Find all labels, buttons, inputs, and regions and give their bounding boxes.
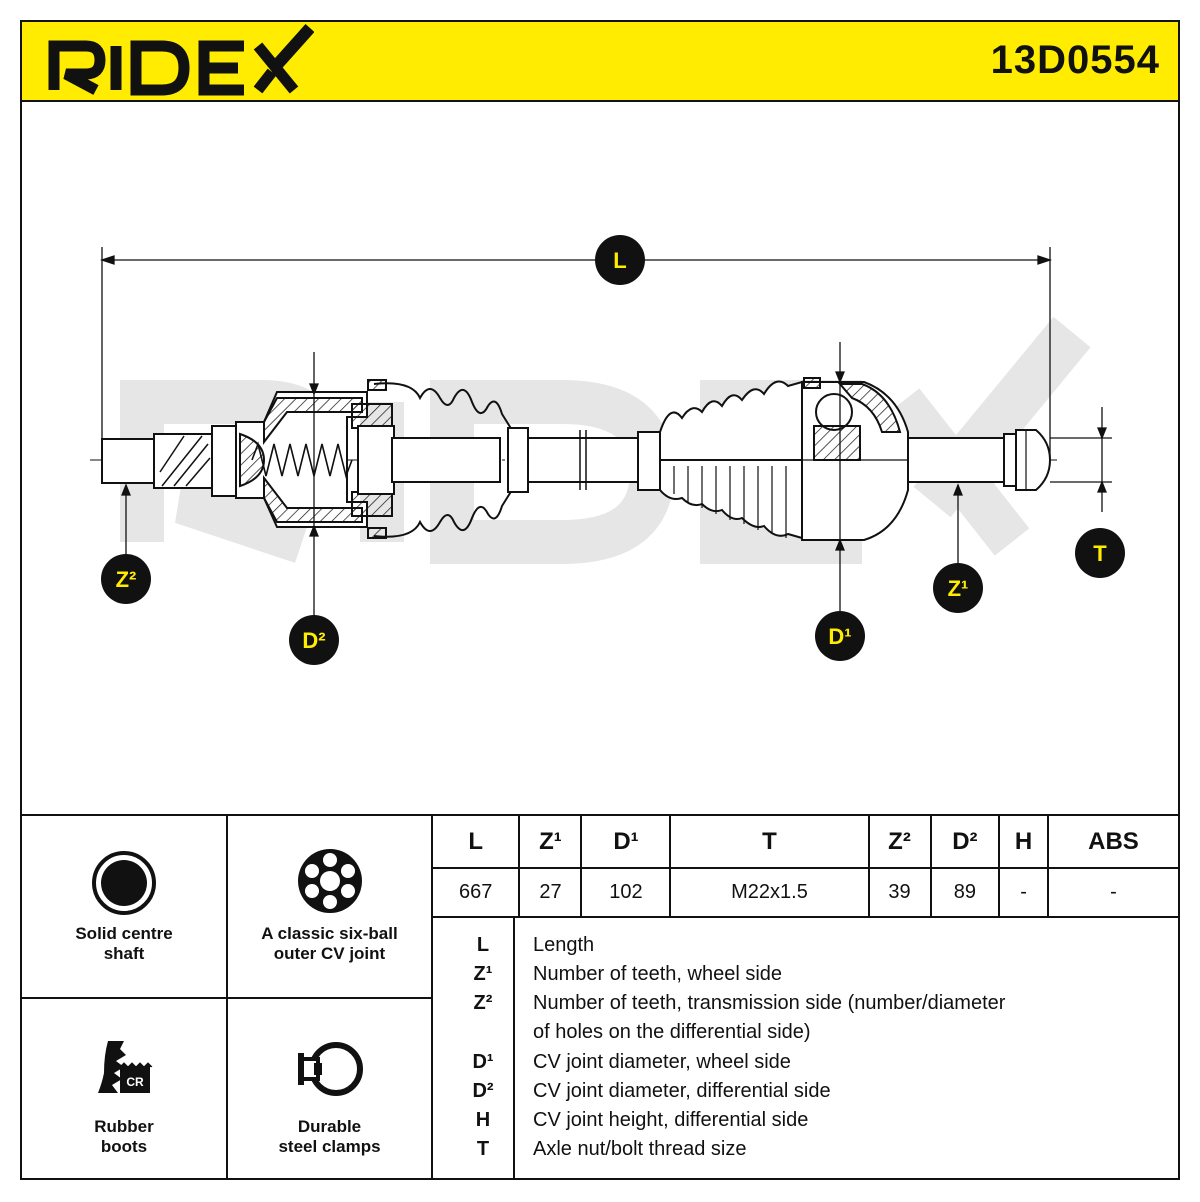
spec-section: Solid centre shaft A classic six-ball ou… [22, 814, 1178, 1180]
marker-l-label: L [613, 248, 626, 273]
ridex-logo [48, 24, 314, 96]
cr-badge: CR [126, 1075, 144, 1089]
marker-z1-label: Z¹ [948, 576, 969, 601]
legend-text: CV joint diameter, differential side [533, 1080, 831, 1102]
legend-row: H CV joint height, differential side [433, 1109, 1178, 1139]
marker-d1: D¹ [815, 611, 865, 661]
legend-text: CV joint height, differential side [533, 1109, 809, 1131]
marker-z1: Z¹ [933, 563, 983, 613]
outer-boot [659, 380, 803, 540]
spec-header-row: L Z¹ D¹ T Z² D² H ABS [433, 816, 1178, 870]
legend-text: Length [533, 934, 595, 956]
feature-rubber-boots: CR Rubber boots [22, 999, 228, 1180]
spec-value-row: 667 27 102 M22x1.5 39 89 - - [433, 867, 1178, 916]
spec-header-cell: Z² [867, 816, 932, 870]
legend-text: of holes on the differential side) [533, 1021, 811, 1043]
product-sheet: 13D0554 [20, 20, 1180, 1180]
inner-cv-joint [235, 391, 501, 528]
spec-header-cell: ABS [1046, 816, 1178, 870]
feature-label-line2: steel clamps [278, 1137, 381, 1156]
legend-text: Number of teeth, wheel side [533, 963, 783, 985]
legend-row: D¹ CV joint diameter, wheel side [433, 1051, 1178, 1081]
marker-z2-label: Z² [116, 567, 137, 592]
rubber-boot-icon: CR [98, 1041, 153, 1093]
legend-text: CV joint diameter, wheel side [533, 1051, 791, 1073]
spec-value-cell: - [998, 867, 1049, 916]
legend-key: T [476, 1138, 490, 1160]
marker-l: L [595, 235, 645, 285]
spec-header-cell: D² [929, 816, 1001, 870]
legend-key: D² [472, 1080, 494, 1102]
spec-value-cell: 102 [580, 867, 672, 916]
spec-value-cell: 667 [433, 867, 521, 916]
legend-divider [513, 918, 515, 1180]
feature-label-line1: Solid centre [75, 924, 173, 943]
legend-key: Z² [473, 992, 493, 1014]
feature-label-line2: outer CV joint [273, 944, 386, 963]
feature-label-line2: shaft [103, 944, 145, 963]
wheel-stub-shaft [907, 429, 1052, 491]
marker-d1-label: D¹ [828, 624, 851, 649]
feature-label-line1: Durable [297, 1117, 362, 1136]
feature-steel-clamps: Durable steel clamps [228, 999, 433, 1180]
legend-row: T Axle nut/bolt thread size [433, 1138, 1178, 1168]
spec-header-cell: D¹ [580, 816, 672, 870]
feature-solid-shaft: Solid centre shaft [22, 816, 228, 999]
leader-lines [121, 342, 963, 627]
outer-cv-joint [801, 377, 909, 541]
legend-text: Number of teeth, transmission side (numb… [533, 992, 1006, 1014]
legend-text: Axle nut/bolt thread size [533, 1138, 747, 1160]
length-dimension [99, 247, 1053, 462]
legend-key: Z¹ [473, 963, 493, 985]
spec-header-cell: T [669, 816, 870, 870]
spec-table: L Z¹ D¹ T Z² D² H ABS 667 27 102 M22x1.5… [433, 816, 1178, 916]
spec-header-cell: L [433, 816, 521, 870]
legend-row: of holes on the differential side) [433, 1021, 1178, 1051]
feature-six-ball-joint: A classic six-ball outer CV joint [228, 816, 433, 999]
spec-value-cell: 89 [929, 867, 1001, 916]
feature-label-line2: boots [100, 1137, 148, 1156]
feature-label-line1: A classic six-ball [261, 924, 398, 943]
marker-t: T [1075, 528, 1125, 578]
feature-label-line1: Rubber [94, 1117, 154, 1136]
spec-value-cell: - [1046, 867, 1178, 916]
marker-d2: D² [289, 615, 339, 665]
inner-stub-shaft [101, 425, 237, 497]
marker-d2-label: D² [302, 628, 325, 653]
legend-row: L Length [433, 934, 1178, 964]
spec-value-cell: M22x1.5 [669, 867, 870, 916]
legend-row: D² CV joint diameter, differential side [433, 1080, 1178, 1110]
inner-boot [367, 379, 529, 539]
six-ball-joint-icon [297, 849, 362, 913]
steel-clamp-icon [297, 1042, 363, 1096]
spec-value-cell: 27 [518, 867, 583, 916]
legend-row: Z¹ Number of teeth, wheel side [433, 963, 1178, 993]
solid-shaft-icon [92, 851, 156, 915]
header-bar: 13D0554 [22, 22, 1178, 102]
legend-key: L [476, 934, 490, 956]
dimension-legend: L Length Z¹ Number of teeth, wheel side … [433, 916, 1178, 1180]
part-number: 13D0554 [990, 38, 1160, 82]
centre-shaft [527, 430, 661, 491]
spec-header-cell: H [998, 816, 1049, 870]
legend-row: Z² Number of teeth, transmission side (n… [433, 992, 1178, 1022]
spec-header-cell: Z¹ [518, 816, 583, 870]
marker-t-label: T [1093, 541, 1107, 566]
thread-dimension [1050, 407, 1112, 512]
legend-key: H [475, 1109, 491, 1131]
legend-key: D¹ [472, 1051, 494, 1073]
spec-value-cell: 39 [867, 867, 932, 916]
driveshaft-diagram: L Z² D² D¹ Z¹ [22, 102, 1178, 814]
marker-z2: Z² [101, 554, 151, 604]
dimension-markers: L Z² D² D¹ Z¹ [101, 235, 1125, 665]
